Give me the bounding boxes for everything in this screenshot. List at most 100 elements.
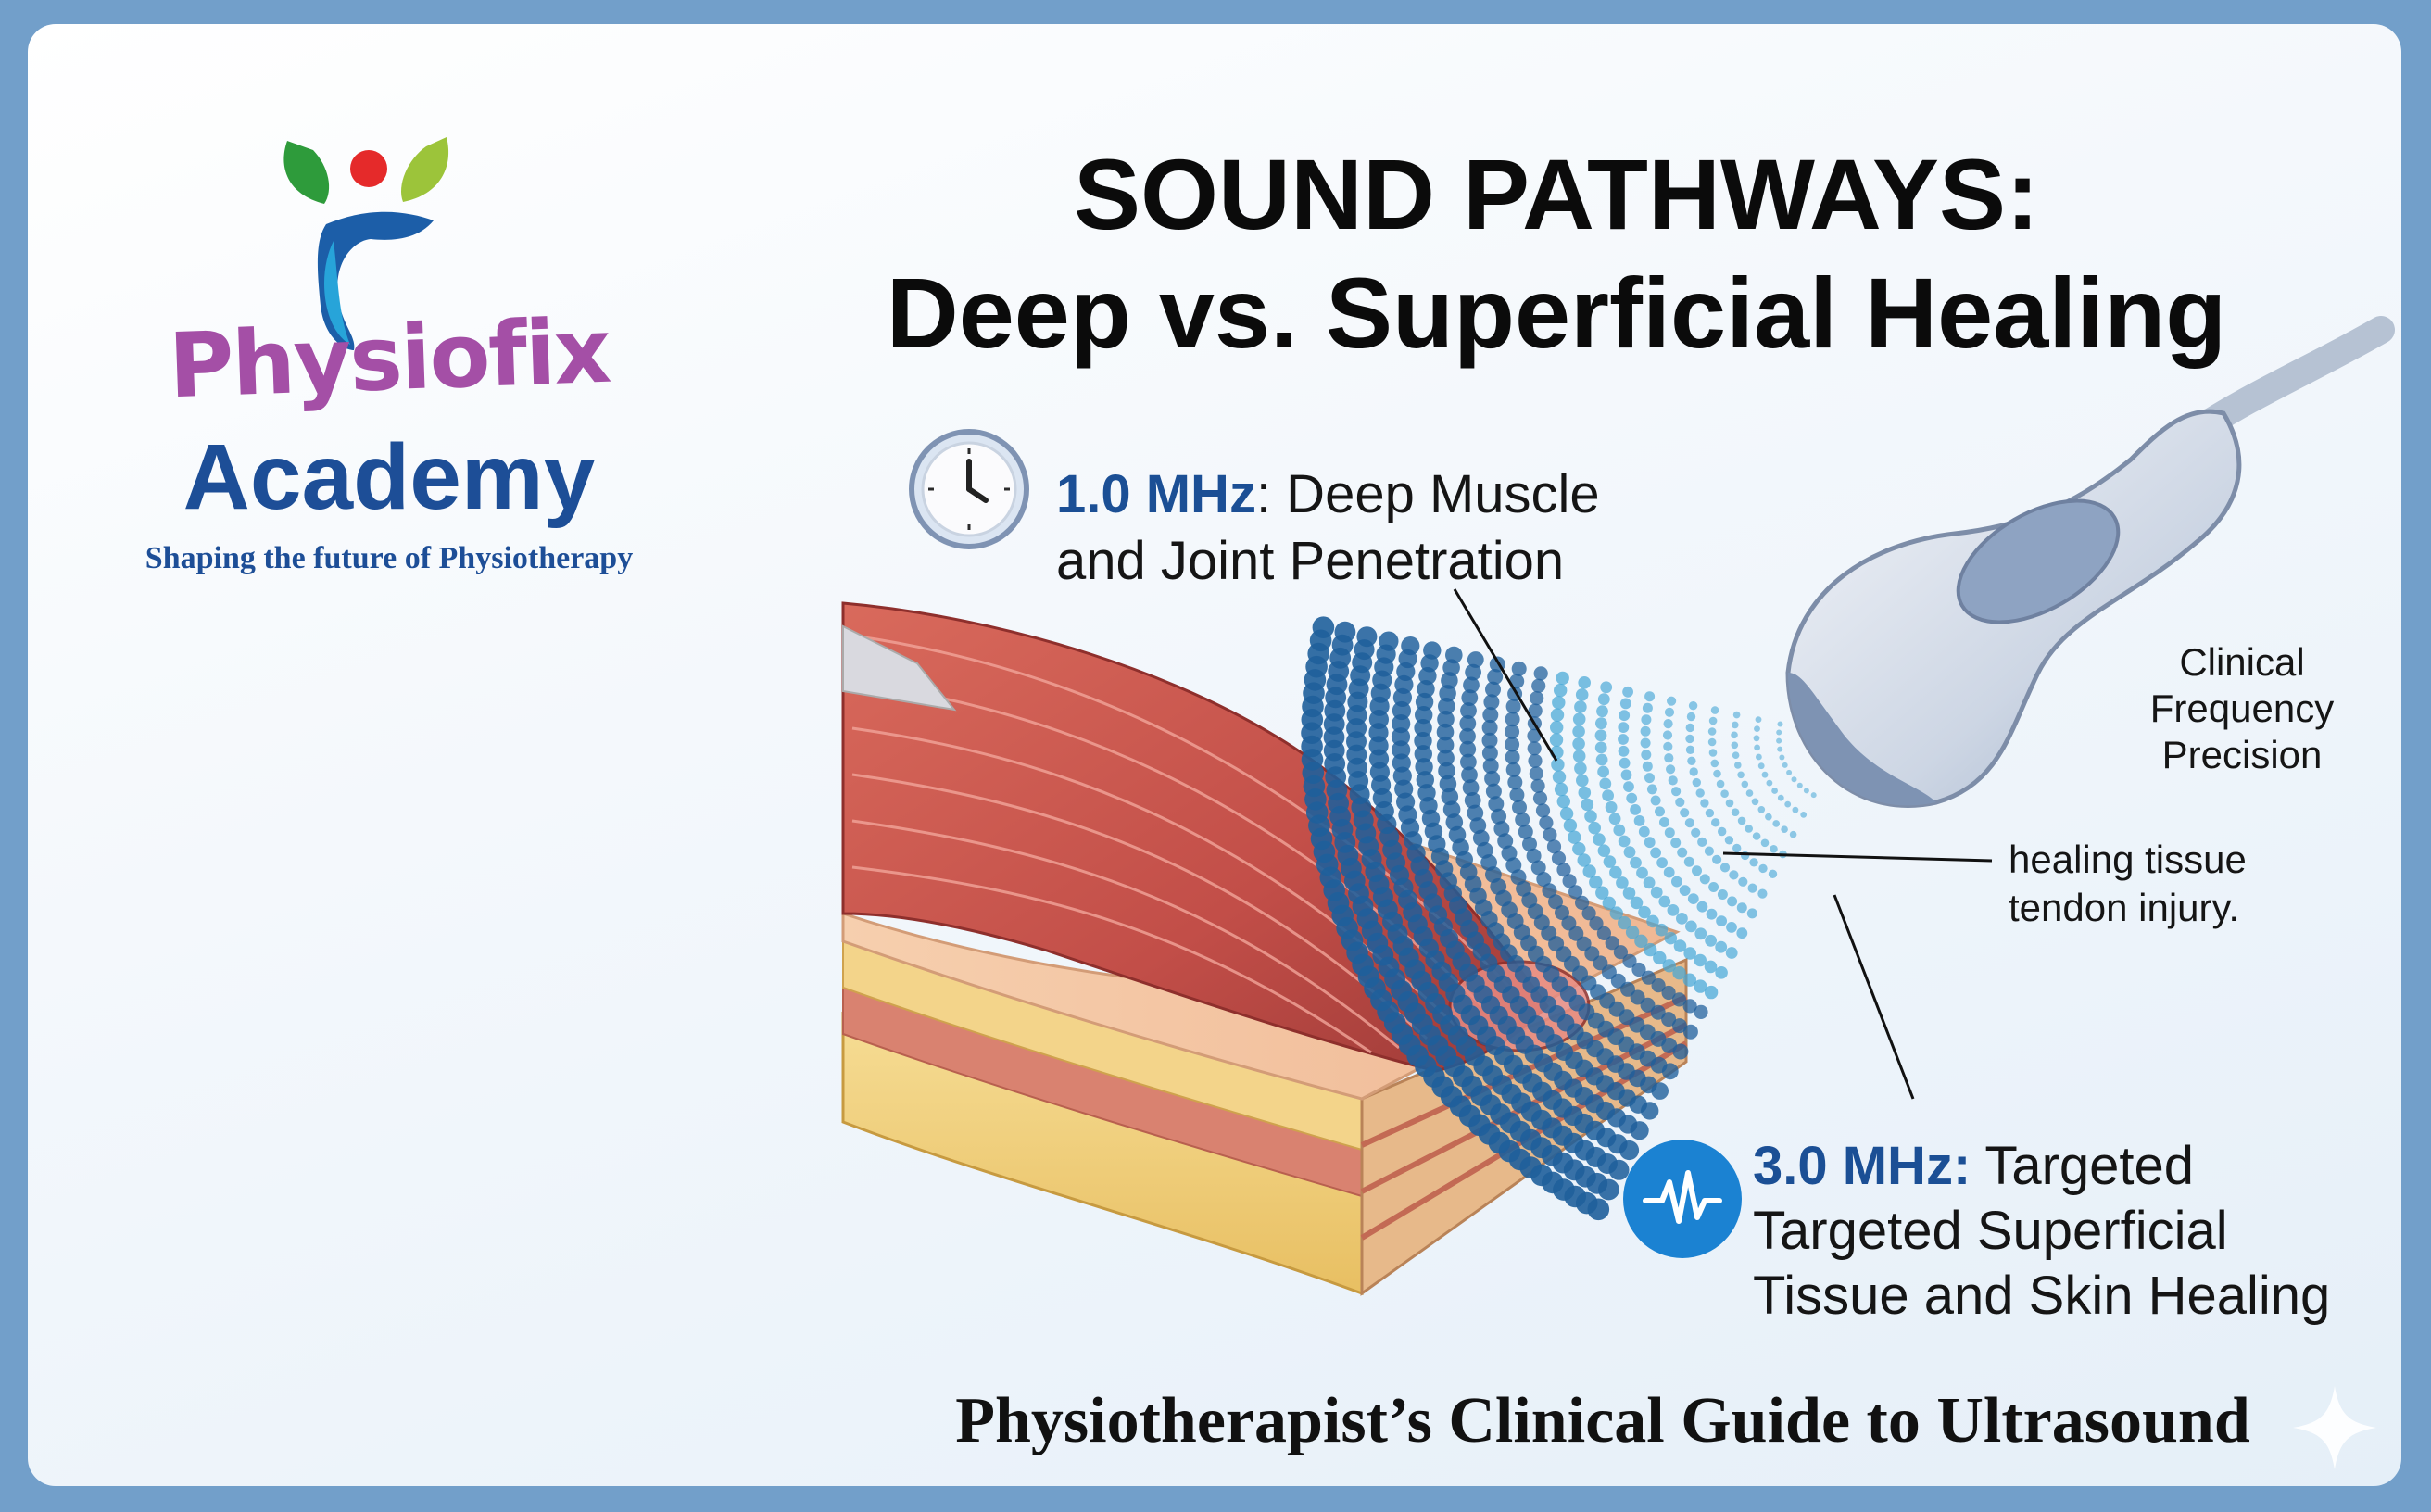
wave-dot [1597, 693, 1610, 706]
wave-dot [1784, 800, 1792, 808]
wave-dot [1535, 803, 1551, 818]
wave-dot [1488, 796, 1505, 813]
wave-dot [1745, 825, 1753, 833]
wave-dot [1663, 741, 1673, 751]
wave-dot [1641, 970, 1656, 985]
wave-dot [1734, 762, 1742, 769]
wave-dot [1572, 737, 1585, 750]
wave-dot [1437, 749, 1455, 767]
wave-dot [1533, 666, 1548, 681]
wave-dot [1732, 843, 1742, 853]
tendon-left [842, 624, 957, 712]
wave-dot [1685, 723, 1695, 733]
wave-dot [1715, 966, 1728, 979]
wave-dot [1530, 778, 1545, 793]
wave-dot [1609, 865, 1622, 879]
wave-dot [1595, 753, 1608, 766]
wave-dot [1792, 806, 1799, 813]
wave-dot [1650, 847, 1661, 859]
wave-dot [1664, 931, 1678, 945]
wave-dot [1392, 740, 1411, 760]
callout-1mhz: 1.0 MHz: Deep Muscle and Joint Penetrati… [1056, 461, 1723, 595]
leader-line-3mhz [1833, 894, 1915, 1100]
wave-dot [1706, 908, 1718, 920]
wave-dot [1505, 699, 1521, 714]
wave-dot [1484, 770, 1501, 787]
wave-dot [1704, 960, 1718, 974]
wave-dot [1584, 810, 1597, 823]
wave-dot [1758, 863, 1768, 874]
wave-dot [1708, 882, 1719, 892]
wave-dot [1559, 807, 1574, 821]
wave-dot [1467, 804, 1484, 822]
wave-dot [1689, 767, 1698, 776]
wave-dot [1772, 820, 1780, 827]
callout-3mhz-text-c: Tissue and Skin Healing [1753, 1266, 2331, 1326]
title-line-2: Deep vs. Superficial Healing [886, 257, 2227, 369]
wave-dot [1664, 753, 1674, 763]
wave-dot [1803, 788, 1809, 794]
wave-dot [1641, 750, 1652, 761]
wave-dot [1575, 688, 1589, 701]
wave-dot [1687, 893, 1699, 904]
wave-dot [1671, 876, 1682, 888]
wave-dot [1584, 946, 1600, 962]
callout-clinical-precision: Clinical Frequency Precision [2103, 639, 2381, 778]
wave-dot [1644, 773, 1655, 784]
wave-dot [1638, 825, 1650, 838]
wave-dot [1515, 812, 1530, 827]
wave-dot [1656, 857, 1668, 869]
wave-dot [1777, 794, 1784, 801]
wave-dot [1695, 788, 1705, 798]
wave-dot [1708, 716, 1718, 725]
wave-dot [1630, 856, 1642, 869]
wave-dot [1682, 973, 1697, 987]
wave-dot [1683, 856, 1694, 867]
wave-dot [1655, 923, 1669, 937]
brand-academy: Academy [183, 425, 596, 529]
wave-dot [1436, 723, 1455, 741]
wave-dot [1574, 700, 1587, 713]
wave-dot [1530, 860, 1546, 876]
wave-dot [1640, 997, 1656, 1013]
wave-dot [1613, 824, 1626, 837]
wave-dot [1578, 676, 1591, 689]
wave-dot [1700, 799, 1709, 808]
wave-dot [1630, 804, 1641, 815]
wave-dot [1662, 730, 1673, 740]
wave-dot [1589, 916, 1604, 931]
wave-dot [1661, 1012, 1677, 1027]
wave-dot [1613, 945, 1628, 960]
wave-dot [1505, 724, 1520, 739]
wave-dot [1536, 872, 1552, 887]
wave-dot [1356, 626, 1378, 648]
wave-dot [1549, 733, 1564, 747]
wave-dot [1659, 817, 1669, 827]
physiofix-logo-icon [283, 137, 449, 350]
wave-dot [1619, 757, 1631, 769]
wave-dot [1677, 847, 1688, 858]
wave-dot [1575, 895, 1590, 911]
wave-dot [1666, 764, 1676, 775]
wave-dot [1738, 876, 1748, 887]
wave-dot [1697, 837, 1707, 848]
wave-dot [1691, 827, 1701, 838]
wave-dot [1554, 683, 1568, 698]
wave-dot [1439, 775, 1457, 793]
wave-dot [1618, 835, 1631, 848]
wave-dot [1682, 1024, 1698, 1040]
wave-dot [1605, 936, 1619, 951]
wave-dot [1551, 758, 1565, 772]
wave-dot [1618, 915, 1631, 930]
wave-dot [1710, 706, 1719, 714]
wave-dot [1676, 913, 1688, 925]
wave-dot [1620, 981, 1635, 997]
wave-dot [1530, 691, 1544, 706]
wave-dot [1501, 845, 1518, 862]
wave-dot [1415, 758, 1433, 776]
wave-dot [1481, 732, 1498, 749]
wave-dot [1694, 1004, 1708, 1019]
leader-line-1mhz [1453, 588, 1558, 762]
wave-dot [1563, 818, 1578, 833]
